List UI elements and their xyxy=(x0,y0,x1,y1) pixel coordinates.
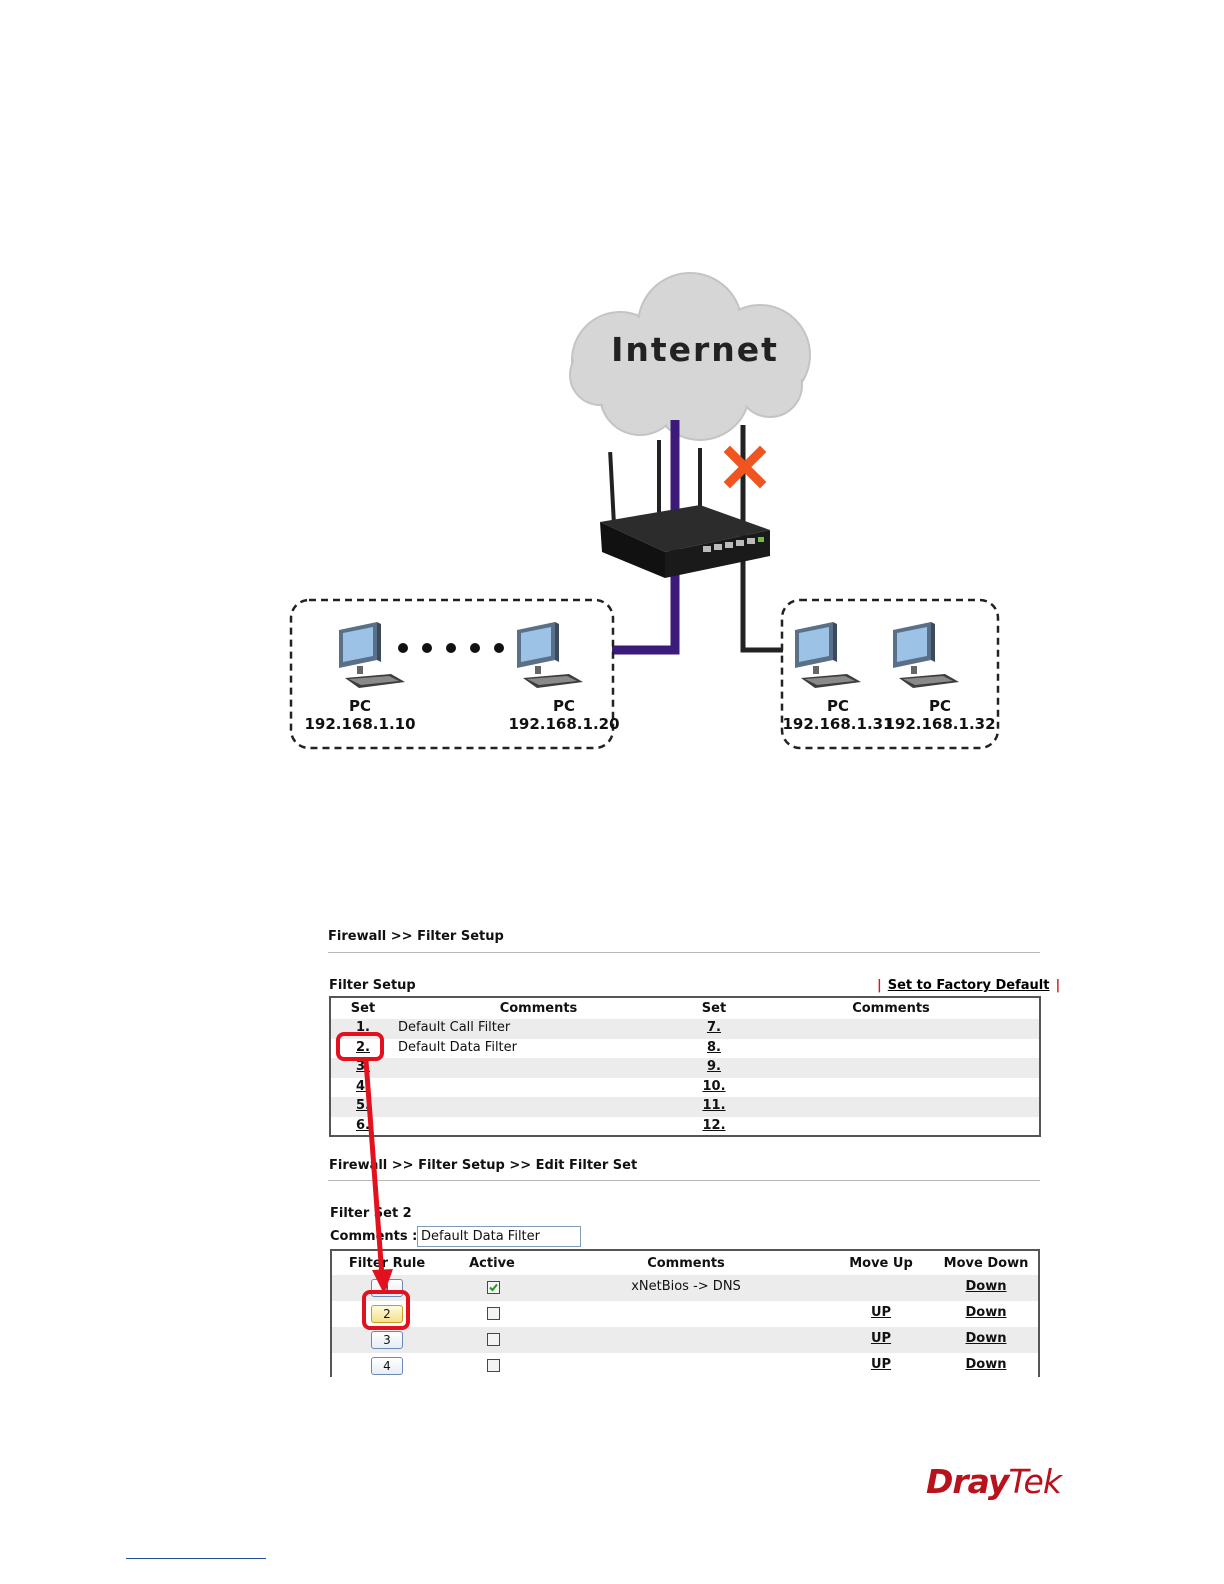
move-up-link[interactable]: UP xyxy=(870,1305,892,1320)
highlight-set-2 xyxy=(336,1032,384,1061)
pc-icon xyxy=(339,622,405,688)
set-link[interactable]: 10. xyxy=(702,1078,726,1094)
set-comment: Default Call Filter xyxy=(398,1020,511,1035)
header-comments: Comments xyxy=(647,1256,725,1271)
highlight-rule-2 xyxy=(362,1290,410,1330)
blocked-link xyxy=(740,425,783,653)
active-checkbox[interactable] xyxy=(487,1281,500,1294)
set-link[interactable]: 7. xyxy=(707,1020,721,1035)
header-comments-2: Comments xyxy=(852,1001,930,1016)
pc-label-left-b: PC 192.168.1.20 xyxy=(508,697,620,733)
table-row: 5. 11. xyxy=(331,1097,1039,1117)
set-link[interactable]: 3. xyxy=(356,1059,370,1074)
set-link[interactable]: 11. xyxy=(702,1098,726,1113)
internet-cloud xyxy=(569,272,811,441)
draytek-logo: DrayTek xyxy=(926,1462,1062,1501)
set-link[interactable]: 8. xyxy=(707,1039,721,1055)
allowed-link xyxy=(612,420,680,655)
table-row: 3 UP Down xyxy=(332,1327,1038,1353)
move-up-link[interactable]: UP xyxy=(870,1331,892,1346)
header-set-2: Set xyxy=(701,1001,727,1016)
move-up-link[interactable]: UP xyxy=(870,1357,892,1372)
set-link[interactable]: 4. xyxy=(356,1078,370,1094)
filter-set-table: Set Comments Set Comments 1. Default Cal… xyxy=(329,996,1041,1137)
pc-label-right-b: PC 192.168.1.32 xyxy=(884,697,996,733)
table-row: 2. Default Data Filter 8. xyxy=(331,1039,1039,1059)
comments-label: Comments : xyxy=(330,1229,418,1244)
active-checkbox[interactable] xyxy=(487,1359,500,1372)
set-link[interactable]: 1. xyxy=(356,1020,370,1035)
table-row: 4. 10. xyxy=(331,1078,1039,1098)
move-down-link[interactable]: Down xyxy=(965,1331,1007,1346)
blocked-x-icon xyxy=(723,445,767,489)
move-down-link[interactable]: Down xyxy=(965,1279,1007,1294)
factory-default-bar: |Set to Factory Default| xyxy=(877,978,1061,993)
set-link[interactable]: 12. xyxy=(702,1117,726,1133)
filter-rule-button[interactable]: 3 xyxy=(371,1331,403,1349)
header-filter-rule: Filter Rule xyxy=(348,1256,426,1271)
set-link[interactable]: 9. xyxy=(707,1059,721,1074)
divider xyxy=(328,952,1040,953)
comments-input[interactable] xyxy=(417,1226,581,1247)
internet-label: Internet xyxy=(611,330,779,369)
breadcrumb-filter-setup: Firewall >> Filter Setup xyxy=(328,929,504,944)
table-row: 1. Default Call Filter 7. xyxy=(331,1019,1039,1039)
pc-icon xyxy=(893,622,959,688)
header-comments: Comments xyxy=(499,1001,578,1016)
set-link[interactable]: 5. xyxy=(356,1098,370,1113)
table-row: 4 UP Down xyxy=(332,1353,1038,1377)
set-link[interactable]: 6. xyxy=(356,1117,370,1133)
rule-comment: xNetBios -> DNS xyxy=(631,1279,741,1294)
set-link[interactable]: 2. xyxy=(356,1039,370,1055)
pc-icon xyxy=(517,622,583,688)
table-row: 3. 9. xyxy=(331,1058,1039,1078)
footer-rule xyxy=(126,1558,266,1559)
divider xyxy=(328,1180,1040,1181)
breadcrumb-edit-filter-set: Firewall >> Filter Setup >> Edit Filter … xyxy=(329,1158,638,1173)
filter-rule-button[interactable]: 4 xyxy=(371,1357,403,1375)
network-diagram xyxy=(289,272,1000,750)
lan-group-right xyxy=(780,598,1000,750)
pc-label-right-a: PC 192.168.1.31 xyxy=(782,697,894,733)
header-set: Set xyxy=(350,1001,376,1016)
move-down-link[interactable]: Down xyxy=(965,1305,1007,1320)
filter-set-title: Filter Set 2 xyxy=(330,1206,412,1221)
header-active: Active xyxy=(469,1256,515,1271)
table-row: 2 UP Down xyxy=(332,1301,1038,1327)
set-comment: Default Data Filter xyxy=(398,1039,517,1055)
table-row: 1 xNetBios -> DNS Down xyxy=(332,1275,1038,1301)
pc-icon xyxy=(795,622,861,688)
header-move-down: Move Down xyxy=(943,1256,1029,1271)
move-down-link[interactable]: Down xyxy=(965,1357,1007,1372)
active-checkbox[interactable] xyxy=(487,1307,500,1320)
ellipsis-dots xyxy=(398,643,504,653)
pc-label-left-a: PC 192.168.1.10 xyxy=(304,697,416,733)
table-row: 6. 12. xyxy=(331,1117,1039,1137)
header-move-up: Move Up xyxy=(849,1256,913,1271)
set-to-factory-default-link[interactable]: Set to Factory Default xyxy=(887,978,1050,993)
checkmark-icon xyxy=(489,1283,498,1292)
filter-rule-button[interactable]: 2 xyxy=(371,1305,403,1323)
router-icon xyxy=(600,440,770,578)
section-title-filter-setup: Filter Setup xyxy=(329,978,416,993)
active-checkbox[interactable] xyxy=(487,1333,500,1346)
filter-rule-table: Filter Rule Active Comments Move Up Move… xyxy=(330,1249,1040,1377)
